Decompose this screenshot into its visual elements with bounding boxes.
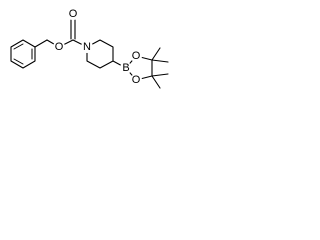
- atom-label-nitrogen: N: [83, 41, 91, 53]
- methyl-bottom-1: [151, 73, 169, 77]
- methyl-groups: [151, 47, 169, 89]
- label-bg-boron: [120, 62, 132, 74]
- label-bg-ester-oxygen: [53, 41, 65, 53]
- atom-label-boronate-oxygen-bottom: O: [132, 74, 141, 86]
- label-bg-boronate-oxygen-top: [130, 50, 142, 62]
- atom-label-boron: B: [122, 62, 129, 74]
- methyl-top-1: [151, 47, 161, 61]
- label-bg-nitrogen: [81, 41, 93, 53]
- benzene-ring: [10, 39, 36, 69]
- benzene-inner-bond-1: [13, 43, 24, 50]
- atom-label-boronate-oxygen-top: O: [132, 50, 141, 62]
- benzene-ring-outline: [10, 39, 36, 69]
- structure-diagram: O O N B O O: [0, 0, 202, 109]
- bond-ring-to-ch2: [34, 39, 48, 48]
- label-bg-carbonyl-oxygen: [67, 8, 79, 20]
- benzene-inner-bond-3: [13, 58, 24, 65]
- methyl-top-2: [151, 59, 169, 63]
- atom-label-ester-oxygen: O: [55, 41, 64, 53]
- label-bg-boronate-oxygen-bottom: [130, 74, 142, 86]
- methyl-bottom-2: [151, 75, 161, 89]
- molecule-drawing: O O N B O O: [10, 8, 169, 89]
- atom-label-carbonyl-oxygen: O: [69, 8, 78, 20]
